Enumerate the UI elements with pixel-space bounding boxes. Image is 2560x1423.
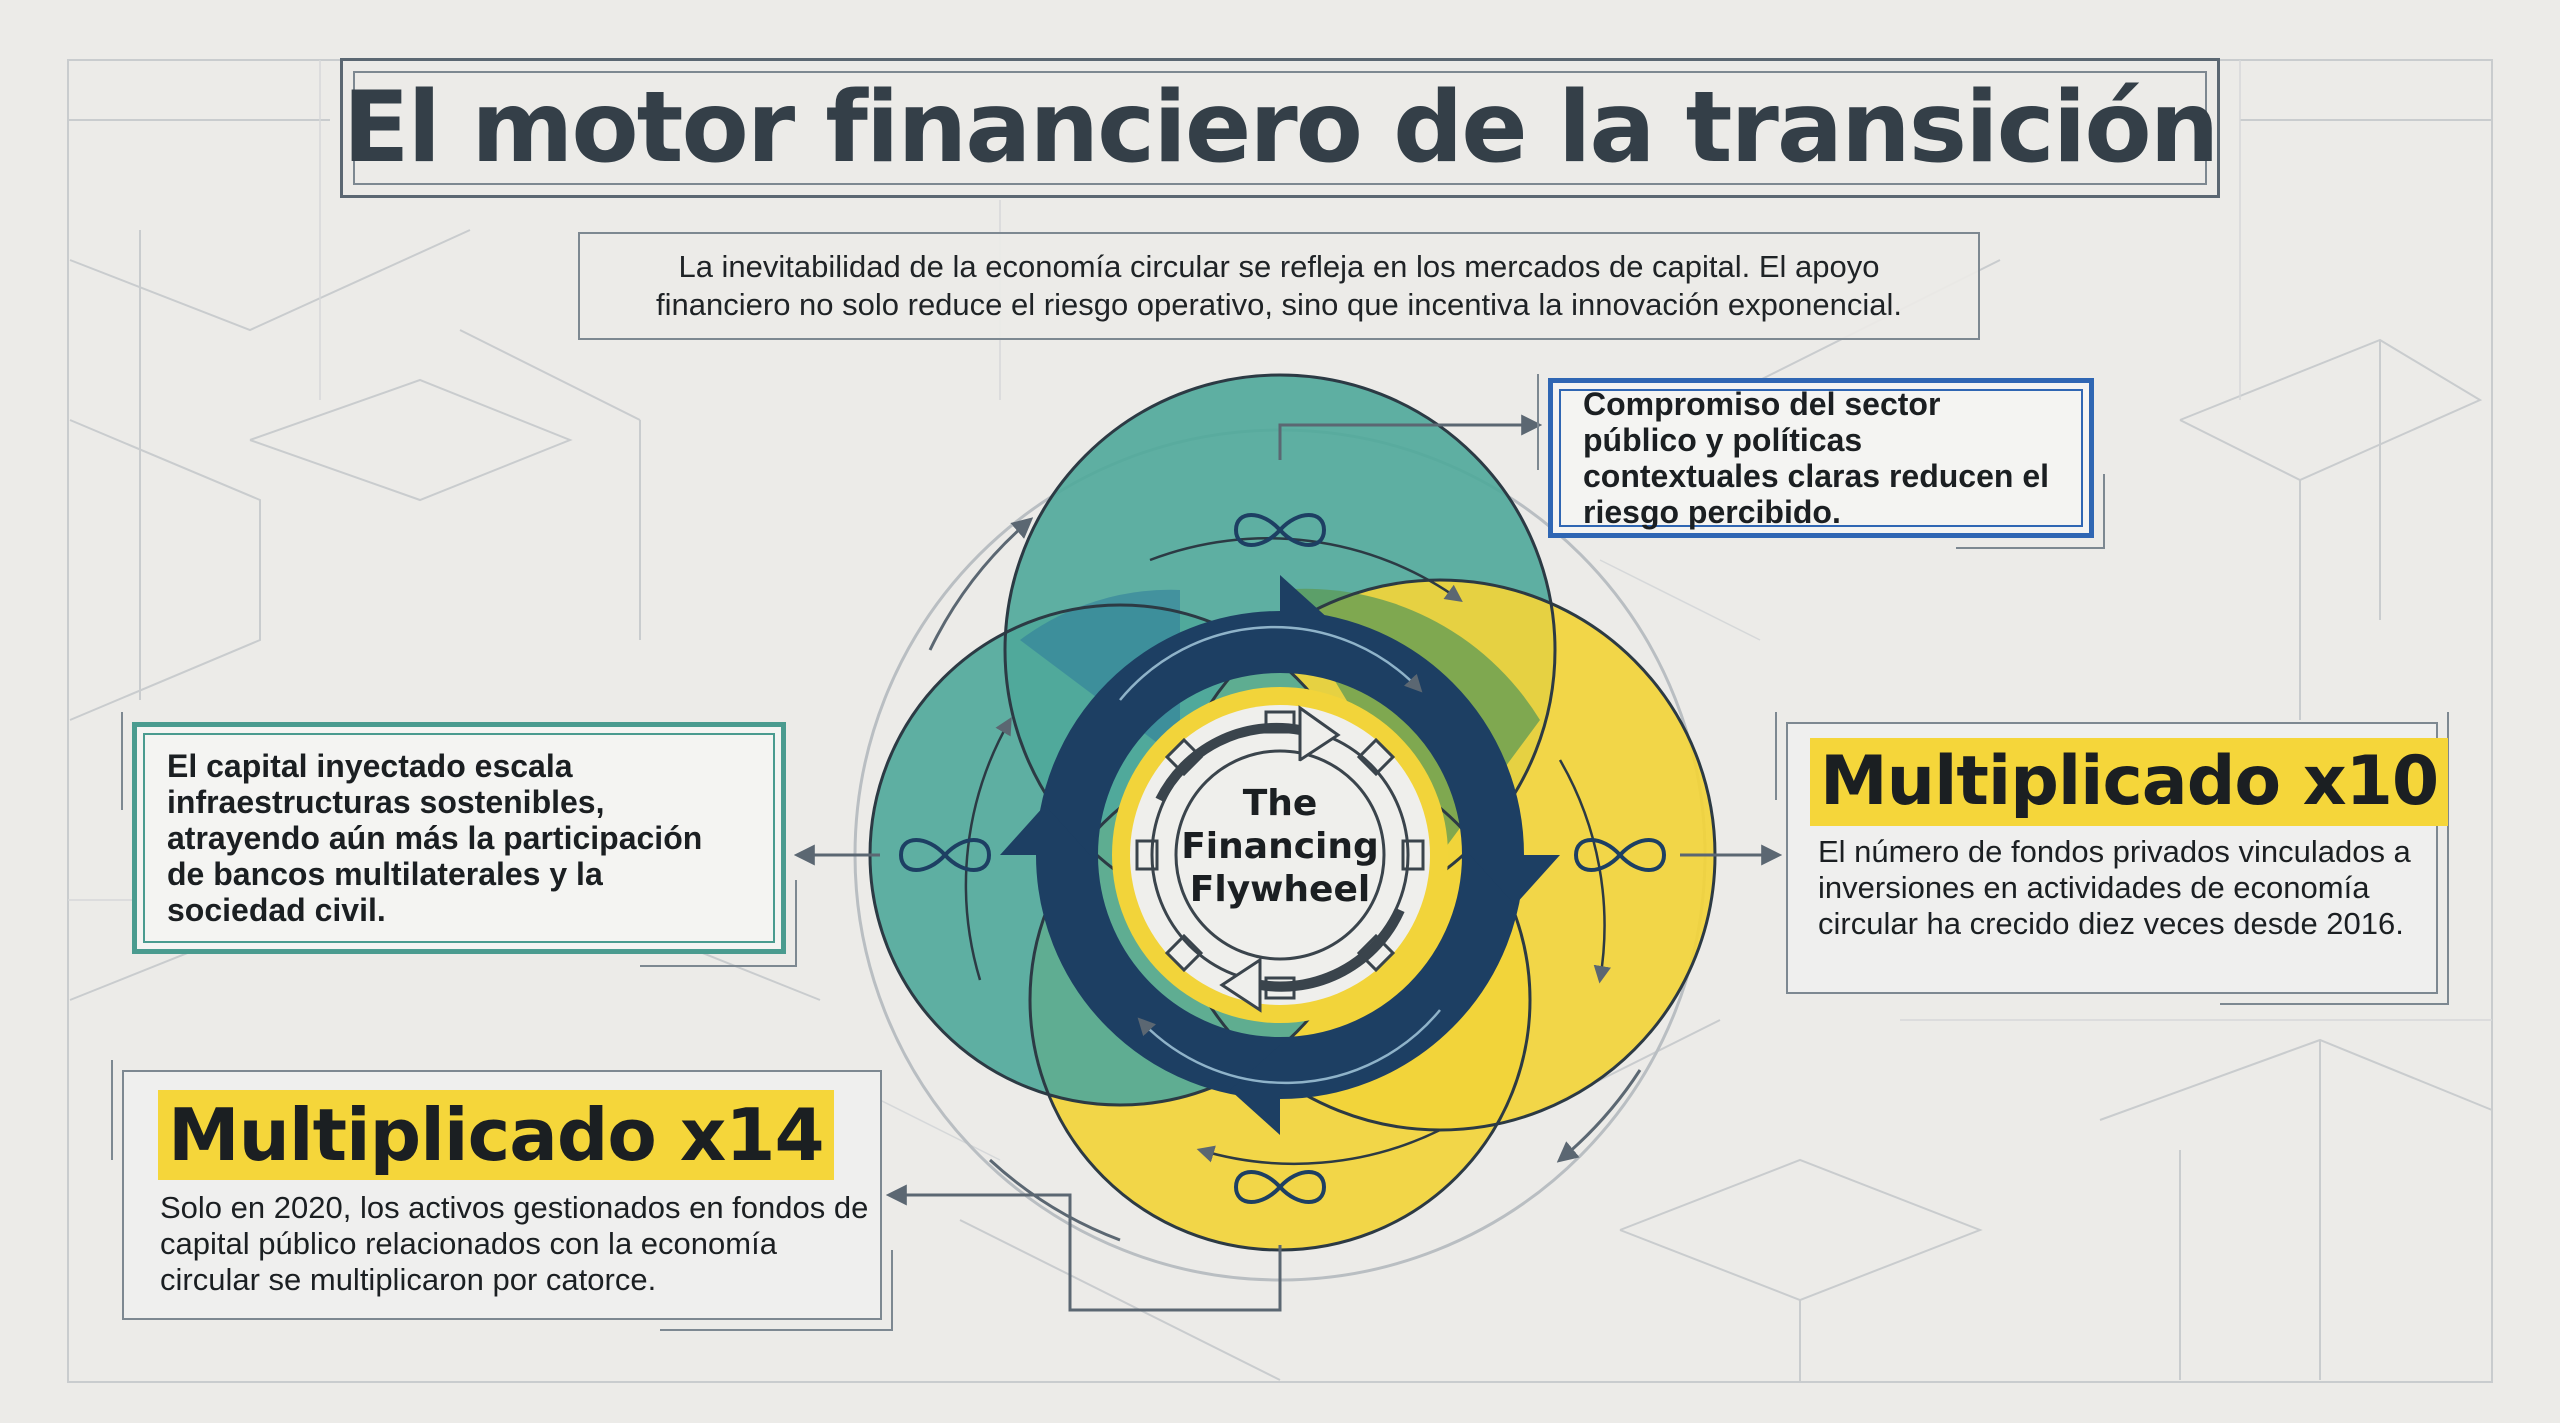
infinity-icon: [1233, 513, 1327, 547]
subtitle-frame: La inevitabilidad de la economía circula…: [578, 232, 1980, 340]
capital-callout: El capital inyectado escala infraestruct…: [132, 722, 786, 954]
arrow-icon: [1230, 1045, 1280, 1135]
page-subtitle: La inevitabilidad de la economía circula…: [656, 249, 1902, 322]
infinity-icon: [1573, 838, 1667, 872]
arrow-icon: [1000, 805, 1090, 855]
public-funds-headline: Multiplicado x14: [158, 1090, 834, 1180]
arrow-icon: [1155, 722, 1301, 803]
infinity-icon: [1233, 1170, 1327, 1204]
private-funds-text: El número de fondos privados vinculados …: [1818, 834, 2411, 941]
public-sector-callout: Compromiso del sector público y política…: [1548, 378, 2094, 538]
public-funds-stat: Multiplicado x14 Solo en 2020, los activ…: [122, 1070, 882, 1320]
arrow-icon: [1298, 705, 1341, 763]
arrow-icon: [1219, 957, 1262, 1013]
arrow-icon: [1259, 907, 1405, 992]
outer-arc-arrow: [1556, 1069, 1642, 1163]
infinity-icon: [898, 838, 992, 872]
connector-arrow: [885, 1184, 1282, 1312]
title-frame: El motor financiero de la transición: [340, 58, 2220, 198]
flywheel-hub-label: The Financing Flywheel: [1181, 783, 1379, 910]
public-sector-text: Compromiso del sector público y política…: [1583, 386, 2049, 530]
arrow-icon: [1280, 575, 1330, 665]
private-funds-stat: Multiplicado x10 El número de fondos pri…: [1786, 722, 2449, 994]
arrow-icon: [1470, 855, 1560, 905]
page-title: El motor financiero de la transición: [342, 71, 2220, 185]
capital-text: El capital inyectado escala infraestruct…: [167, 748, 703, 928]
public-funds-text: Solo en 2020, los activos gestionados en…: [160, 1190, 869, 1297]
outer-arc-arrow: [988, 1158, 1121, 1242]
outer-arc-arrow: [928, 517, 1034, 651]
private-funds-headline: Multiplicado x10: [1810, 738, 2449, 826]
connector-arrow: [1278, 414, 1543, 460]
